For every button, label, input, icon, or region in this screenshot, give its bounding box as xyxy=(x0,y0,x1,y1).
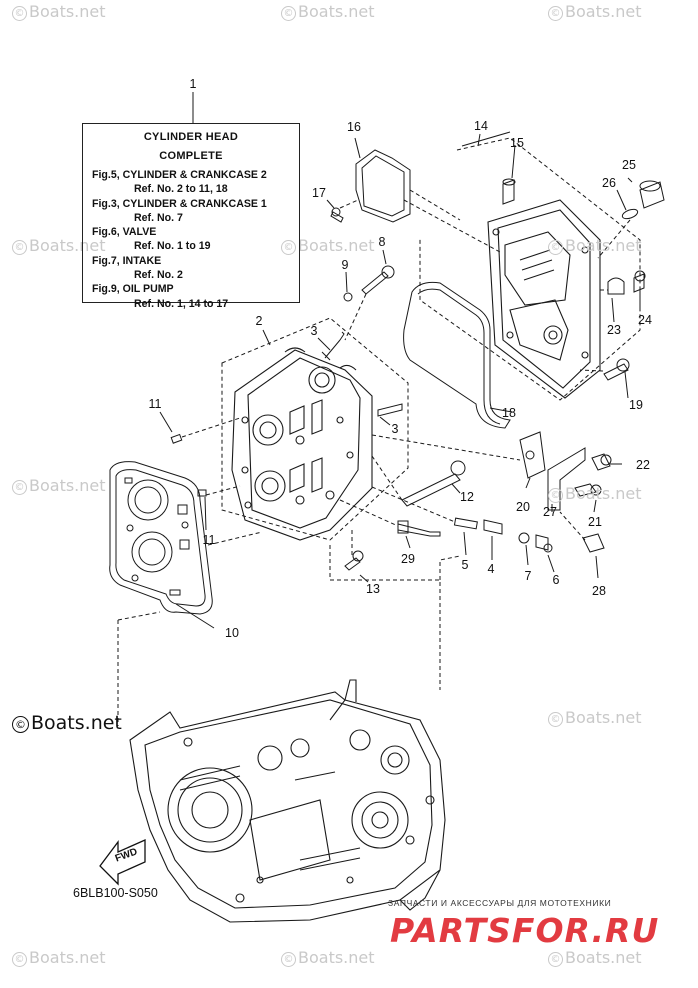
callout-29[interactable]: 29 xyxy=(401,552,415,566)
crankcase xyxy=(129,679,446,923)
callout-1[interactable]: 1 xyxy=(189,77,197,91)
callout-21[interactable]: 21 xyxy=(588,515,602,529)
watermark-10: ©Boats.net xyxy=(12,948,106,967)
fwd-arrow xyxy=(99,838,146,886)
info-box-line: Ref. No. 2 xyxy=(134,269,183,282)
callout-14[interactable]: 14 xyxy=(474,119,488,133)
info-box-line: Fig.7, INTAKE xyxy=(92,254,162,267)
callout-23[interactable]: 23 xyxy=(607,323,621,337)
callout-8[interactable]: 8 xyxy=(378,235,386,249)
watermark-12: ©Boats.net xyxy=(548,948,642,967)
info-box-title-1: CYLINDER HEAD xyxy=(143,131,239,143)
info-box-title-2: COMPLETE xyxy=(159,150,223,162)
info-box-line: Ref. No. 2 to 11, 18 xyxy=(134,183,228,196)
watermark-5: ©Boats.net xyxy=(281,236,375,255)
info-box-line: Ref. No. 7 xyxy=(134,211,183,224)
cylinder-head xyxy=(231,347,373,541)
callout-27[interactable]: 27 xyxy=(543,505,557,519)
callout-10[interactable]: 10 xyxy=(225,626,239,640)
callout-11[interactable]: 11 xyxy=(202,533,216,547)
callout-12[interactable]: 12 xyxy=(460,490,474,504)
callout-3[interactable]: 3 xyxy=(310,324,318,338)
watermark-9: ©Boats.net xyxy=(548,708,642,727)
valve-cover xyxy=(487,199,601,399)
callout-25[interactable]: 25 xyxy=(622,158,636,172)
head-gasket xyxy=(109,461,215,629)
callout-15[interactable]: 15 xyxy=(510,136,524,150)
callout-16[interactable]: 16 xyxy=(347,120,361,134)
callout-26[interactable]: 26 xyxy=(602,176,616,190)
watermark-7: ©Boats.net xyxy=(12,476,106,495)
info-box-line: Fig.6, VALVE xyxy=(92,226,157,239)
diagram-code: 6BLB100-S050 xyxy=(73,886,158,900)
callout-20[interactable]: 20 xyxy=(516,500,530,514)
watermark-6: ©Boats.net xyxy=(548,236,642,255)
watermark-1: ©Boats.net xyxy=(12,2,106,21)
callout-3[interactable]: 3 xyxy=(391,422,399,436)
callout-28[interactable]: 28 xyxy=(592,584,606,598)
callout-2[interactable]: 2 xyxy=(255,314,263,328)
callout-18[interactable]: 18 xyxy=(502,406,516,420)
callout-9[interactable]: 9 xyxy=(341,258,349,272)
callout-19[interactable]: 19 xyxy=(629,398,643,412)
callout-6[interactable]: 6 xyxy=(552,573,560,587)
cylinder-head-info-box: CYLINDER HEAD COMPLETE Fig.5, CYLINDER &… xyxy=(82,123,300,310)
callout-5[interactable]: 5 xyxy=(461,558,469,572)
callout-17[interactable]: 17 xyxy=(312,186,326,200)
callout-13[interactable]: 13 xyxy=(366,582,380,596)
info-box-line: Ref. No. 1 to 19 xyxy=(134,240,211,253)
watermark-main: ©Boats.net xyxy=(12,712,122,734)
info-box-line: Fig.5, CYLINDER & CRANKCASE 2 xyxy=(92,169,267,181)
watermark-3: ©Boats.net xyxy=(548,2,642,21)
partsfor-logo: PARTSFOR.RU xyxy=(390,911,660,950)
partsfor-tagline: ЗАПЧАСТИ И АКСЕССУАРЫ ДЛЯ МОТОТЕХНИКИ xyxy=(388,898,612,908)
watermark-2: ©Boats.net xyxy=(281,2,375,21)
watermark-11: ©Boats.net xyxy=(281,948,375,967)
info-box-line: Ref. No. 1, 14 to 17 xyxy=(134,297,229,310)
info-box-line: Fig.9, OIL PUMP xyxy=(92,283,174,296)
info-box-line: Fig.3, CYLINDER & CRANKCASE 1 xyxy=(92,197,267,210)
callout-11[interactable]: 11 xyxy=(148,397,162,411)
callout-22[interactable]: 22 xyxy=(636,458,650,472)
callout-7[interactable]: 7 xyxy=(524,569,532,583)
callout-4[interactable]: 4 xyxy=(487,562,495,576)
watermark-8: ©Boats.net xyxy=(548,484,642,503)
callout-24[interactable]: 24 xyxy=(638,313,652,327)
watermark-4: ©Boats.net xyxy=(12,236,106,255)
